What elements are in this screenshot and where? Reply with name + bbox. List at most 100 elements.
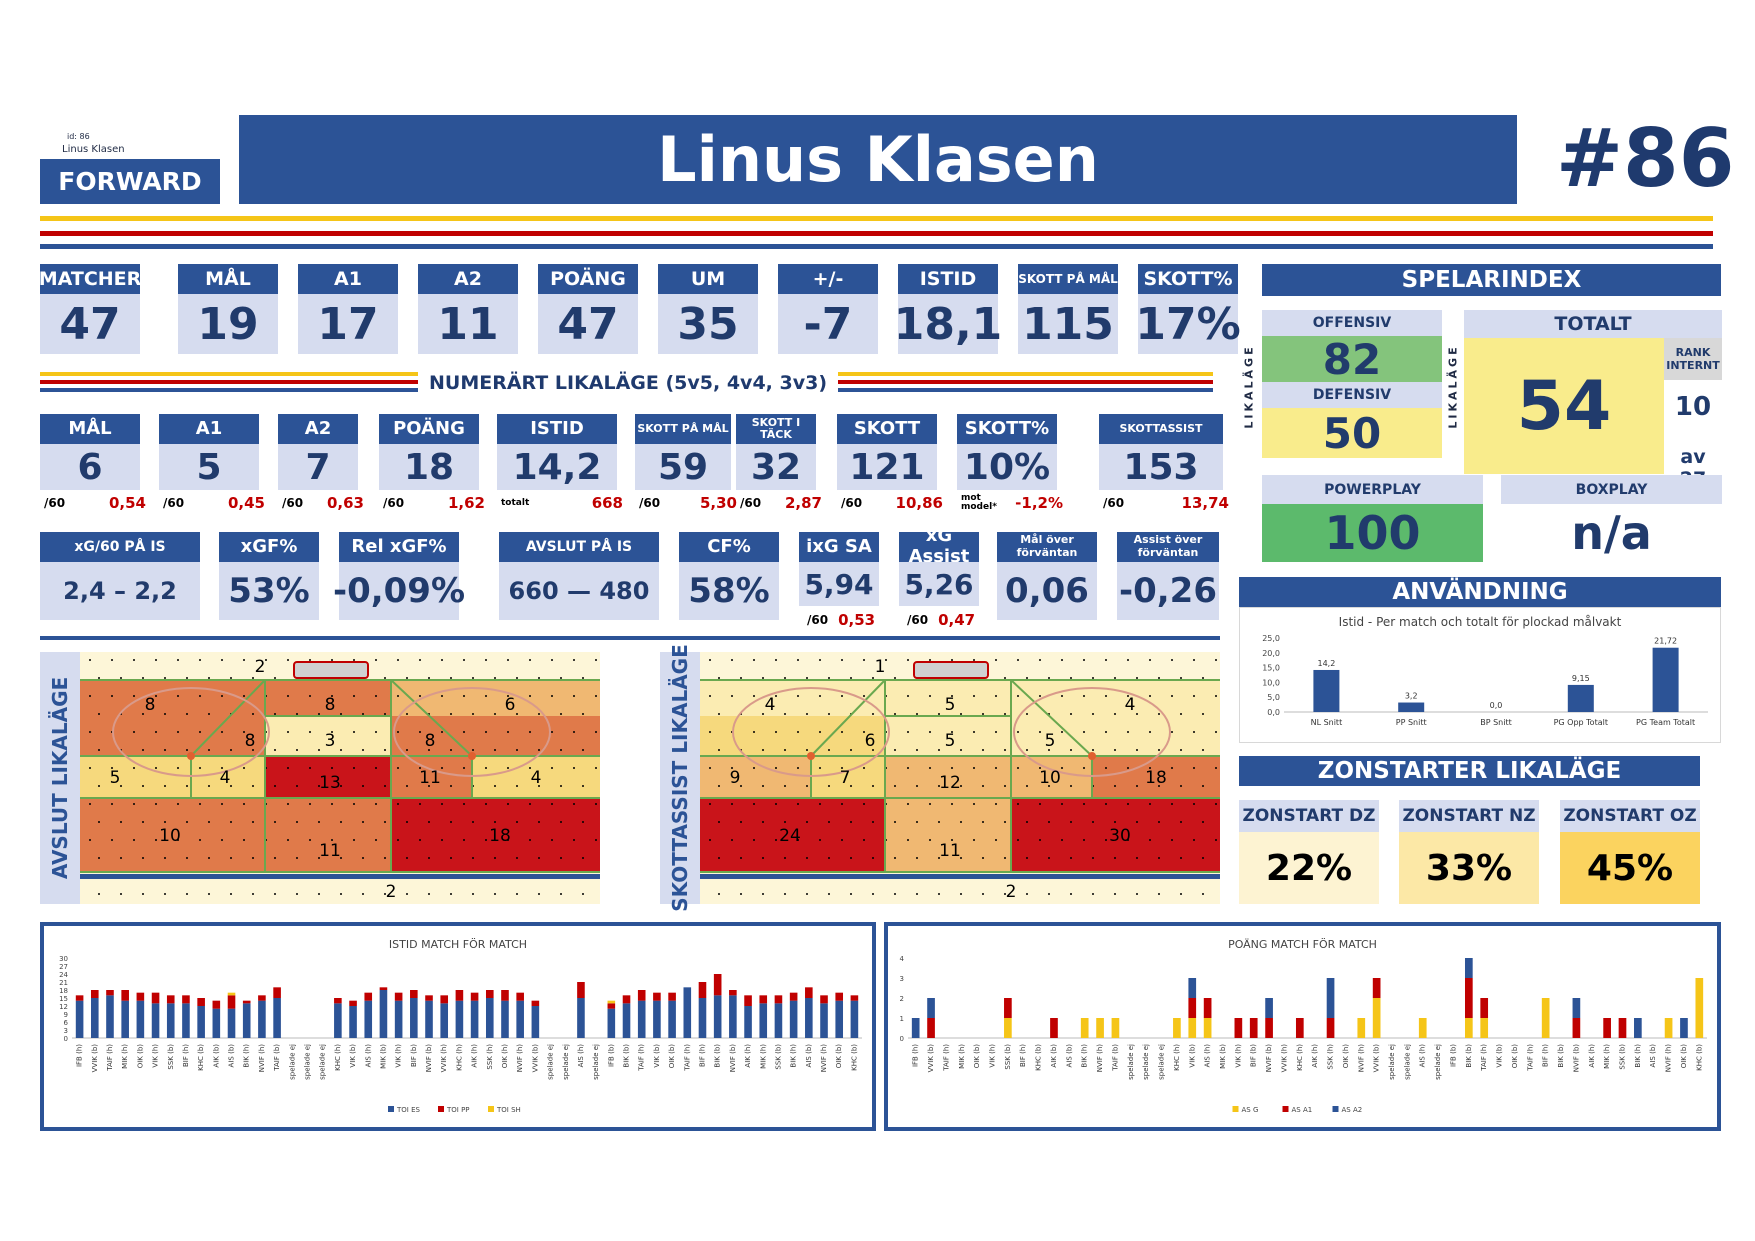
match-xtick: TAIF (h) xyxy=(1480,1044,1488,1072)
usage-ytick: 5,0 xyxy=(1267,693,1280,702)
match-ytick: 4 xyxy=(900,955,905,963)
even-stat-label: A2 xyxy=(278,414,358,444)
match-bar-segment xyxy=(1464,978,1473,1018)
match-xtick: AIS (h) xyxy=(364,1044,372,1068)
match-xtick: BIK (b) xyxy=(714,1044,722,1068)
sub-value: 13,74 xyxy=(1181,494,1229,512)
section-divider xyxy=(40,636,1220,640)
match-xtick: BIK (h) xyxy=(243,1044,251,1068)
match-bar-segment xyxy=(1695,978,1704,1038)
match-bar-segment xyxy=(531,1006,540,1038)
match-xtick: OIK (h) xyxy=(501,1044,509,1069)
match-bar-segment xyxy=(90,990,99,998)
match-xtick: TAIF (b) xyxy=(1111,1044,1119,1072)
match-xtick: NVIF (b) xyxy=(1265,1044,1273,1073)
match-bar-segment xyxy=(653,992,661,1001)
match-bar-segment xyxy=(759,1003,768,1038)
match-xtick: VVIK (b) xyxy=(531,1044,539,1073)
match-bar-segment xyxy=(744,1006,752,1038)
match-bar-segment xyxy=(1480,998,1489,1018)
match-ytick: 21 xyxy=(59,979,68,987)
match-ytick: 15 xyxy=(59,995,68,1003)
match-xtick: spelade ej xyxy=(288,1044,296,1080)
match-xtick: NVIF (b) xyxy=(425,1044,433,1073)
usage-bar xyxy=(1398,702,1425,712)
match-bar-segment xyxy=(75,1000,84,1038)
zone-count: 7 xyxy=(840,768,851,788)
match-xtick: BIK (b) xyxy=(1557,1044,1565,1068)
match-bar-segment xyxy=(197,998,205,1006)
xg-stat-label: CF% xyxy=(679,532,779,562)
match-xtick: spelade ej xyxy=(1142,1044,1150,1080)
even-stat-value: 121 xyxy=(837,444,937,490)
id-label: id: 86 xyxy=(67,132,90,141)
match-bar-segment xyxy=(182,995,190,1004)
xg-stat-label: AVSLUT PÅ IS xyxy=(499,532,659,562)
match-bar-segment xyxy=(789,1000,798,1038)
sub-label: /60 xyxy=(639,496,661,510)
stat-value: 47 xyxy=(538,294,638,354)
stat-value: 11 xyxy=(418,294,518,354)
usage-title: ANVÄNDNING xyxy=(1239,577,1721,607)
match-xtick: spelade ej xyxy=(547,1044,555,1080)
match-bar-segment xyxy=(668,1000,676,1038)
sub-label: /60 xyxy=(383,496,405,510)
match-bar-segment xyxy=(1634,1018,1642,1038)
match-bar-segment xyxy=(410,998,418,1038)
match-xtick: BIF (h) xyxy=(1019,1044,1027,1067)
match-xtick: TAIF (h) xyxy=(942,1044,950,1072)
match-bar-segment xyxy=(151,992,160,1004)
match-xtick: AIS (h) xyxy=(1204,1044,1212,1068)
even-stat-label: MÅL xyxy=(40,414,140,444)
offensive-label: OFFENSIV xyxy=(1262,310,1442,336)
usage-ytick: 20,0 xyxy=(1262,649,1280,658)
match-ytick: 27 xyxy=(59,963,68,971)
sub-label: /60 xyxy=(740,496,762,510)
match-bar-segment xyxy=(364,992,373,1001)
match-bar-segment xyxy=(1203,1018,1212,1038)
match-bar-segment xyxy=(1188,978,1197,998)
match-xtick: NVIF (h) xyxy=(258,1044,266,1073)
legend-label: TOI PP xyxy=(446,1106,470,1114)
legend-swatch xyxy=(388,1106,394,1112)
match-bar-segment xyxy=(713,974,722,996)
match-bar-segment xyxy=(668,992,676,1001)
match-bar-segment xyxy=(1541,998,1550,1038)
usage-chart-frame: Istid - Per match och totalt för plockad… xyxy=(1239,607,1721,743)
match-xtick: NVIF (h) xyxy=(1096,1044,1104,1073)
even-stat-value: 6 xyxy=(40,444,140,490)
zone-count: 30 xyxy=(1109,826,1131,846)
sub-value: 2,87 xyxy=(784,494,822,512)
match-ytick: 30 xyxy=(59,955,68,963)
match-bar-segment xyxy=(1096,1018,1104,1038)
match-xtick: AIS (h) xyxy=(577,1044,585,1068)
match-bar-segment xyxy=(1188,1018,1197,1038)
match-xtick: NVIF (h) xyxy=(516,1044,524,1073)
match-bar-segment xyxy=(577,982,585,998)
match-bar-segment xyxy=(258,1000,266,1038)
match-xtick: AIK (h) xyxy=(1311,1044,1319,1068)
match-bar-segment xyxy=(759,995,768,1004)
match-bar-segment xyxy=(805,998,813,1038)
match-bar-segment xyxy=(425,995,433,1001)
match-bar-segment xyxy=(927,1018,935,1038)
match-xtick: OIK (b) xyxy=(1680,1044,1688,1069)
istid-chart: ISTID MATCH FÖR MATCH036912151821242730I… xyxy=(59,938,862,1114)
zone-count: 11 xyxy=(319,841,341,861)
match-bar-segment xyxy=(789,992,798,1001)
stat-label: MATCHER xyxy=(39,264,141,294)
xg-stat-label: xGF% xyxy=(219,532,319,562)
sub-label: /60 xyxy=(282,496,304,510)
match-ytick: 0 xyxy=(64,1035,68,1043)
match-bar-segment xyxy=(1249,1018,1258,1038)
even-stat-label: SKOTT% xyxy=(957,414,1057,444)
stat-value: 18,1 xyxy=(894,294,1002,354)
match-xtick: TAIF (h) xyxy=(683,1044,691,1072)
match-bar-segment xyxy=(1372,998,1381,1038)
zonestart-value: 33% xyxy=(1399,832,1539,904)
match-xtick: KHC (h) xyxy=(1296,1044,1304,1071)
